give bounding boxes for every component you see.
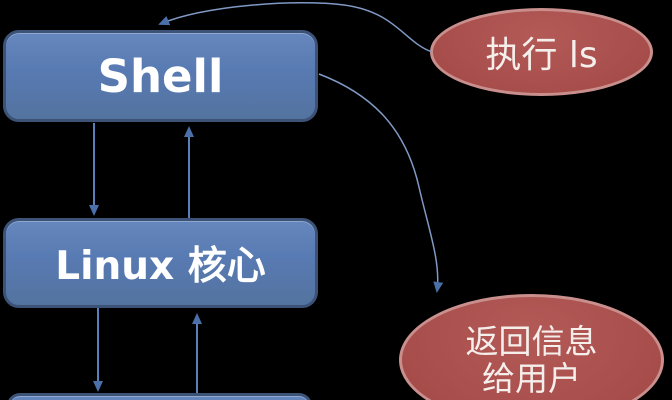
- shell-node-label: Shell: [97, 49, 224, 103]
- bottom-partial-node: [7, 393, 312, 400]
- return-info-label-line1: 返回信息: [465, 321, 598, 361]
- linux-kernel-node: Linux 核心: [3, 218, 318, 308]
- return-info-label-line2: 给用户: [482, 359, 581, 398]
- exec-ls-label: 执行 ls: [485, 35, 598, 76]
- arrow-shell-to-returninfo: [318, 73, 444, 293]
- return-info-ellipse: 返回信息 给用户: [399, 294, 664, 400]
- shell-node: Shell: [3, 30, 318, 122]
- linux-kernel-node-label: Linux 核心: [55, 244, 266, 289]
- exec-ls-ellipse: 执行 ls: [430, 8, 653, 96]
